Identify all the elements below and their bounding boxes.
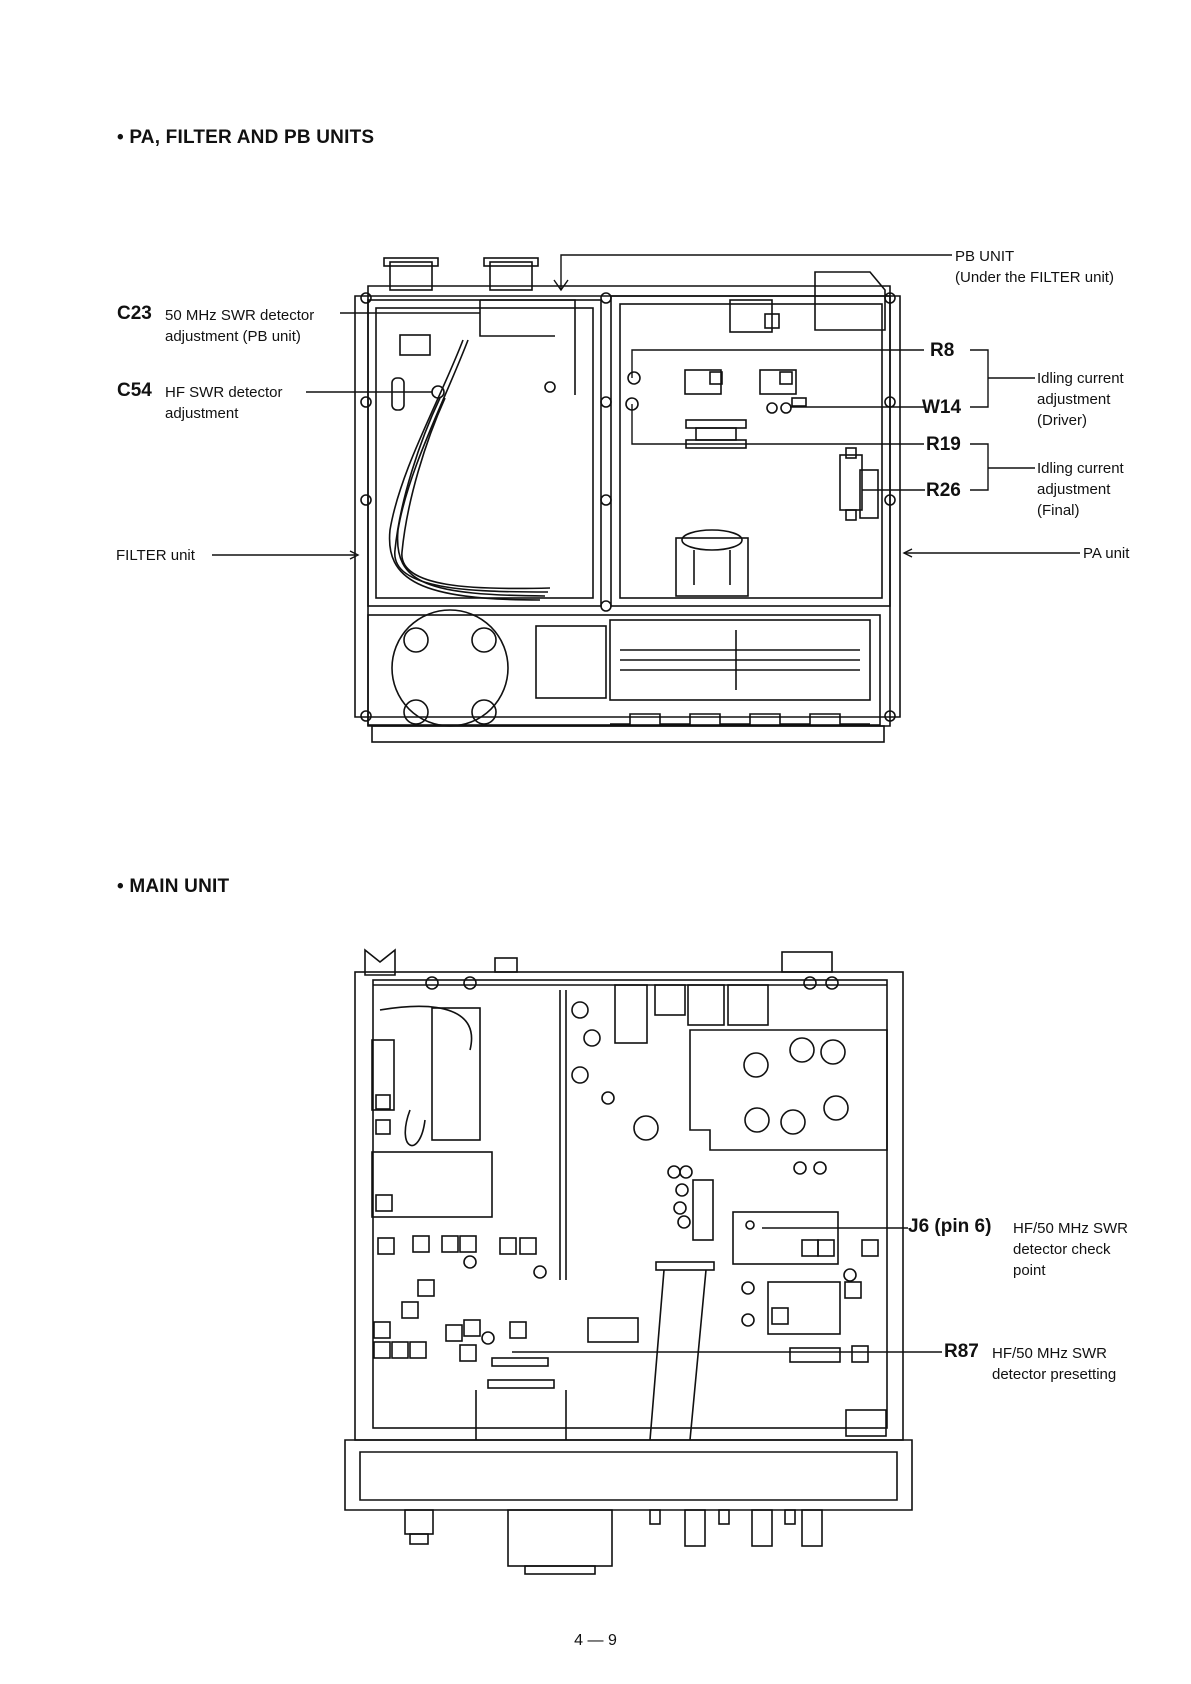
j6-description: HF/50 MHz SWR detector check point bbox=[1013, 1220, 1129, 1279]
r26-ref-label: R26 bbox=[926, 480, 961, 501]
c54-description: HF SWR detector adjustment bbox=[165, 384, 283, 422]
idling-final-label: Idling current adjustment (Final) bbox=[1037, 460, 1124, 519]
c23-description: 50 MHz SWR detector adjustment (PB unit) bbox=[165, 307, 315, 345]
idling-driver-label: Idling current adjustment (Driver) bbox=[1037, 370, 1124, 429]
w14-ref-label: W14 bbox=[922, 397, 962, 418]
main-section-heading: • MAIN UNIT bbox=[117, 876, 230, 897]
r19-ref-label: R19 bbox=[926, 434, 961, 455]
c54-ref-label: C54 bbox=[117, 380, 152, 401]
r8-ref-label: R8 bbox=[930, 340, 955, 361]
r87-description: HF/50 MHz SWR detector presetting bbox=[992, 1345, 1117, 1383]
filter-unit-label: FILTER unit bbox=[116, 547, 195, 564]
page-number: 4 — 9 bbox=[574, 1632, 617, 1649]
pa-unit-label: PA unit bbox=[1083, 545, 1130, 562]
j6-ref-label: J6 (pin 6) bbox=[908, 1216, 992, 1237]
r87-ref-label: R87 bbox=[944, 1341, 979, 1362]
c23-ref-label: C23 bbox=[117, 303, 152, 324]
pa-section-heading: • PA, FILTER AND PB UNITS bbox=[117, 127, 375, 148]
pb-unit-label: PB UNIT (Under the FILTER unit) bbox=[955, 248, 1114, 286]
